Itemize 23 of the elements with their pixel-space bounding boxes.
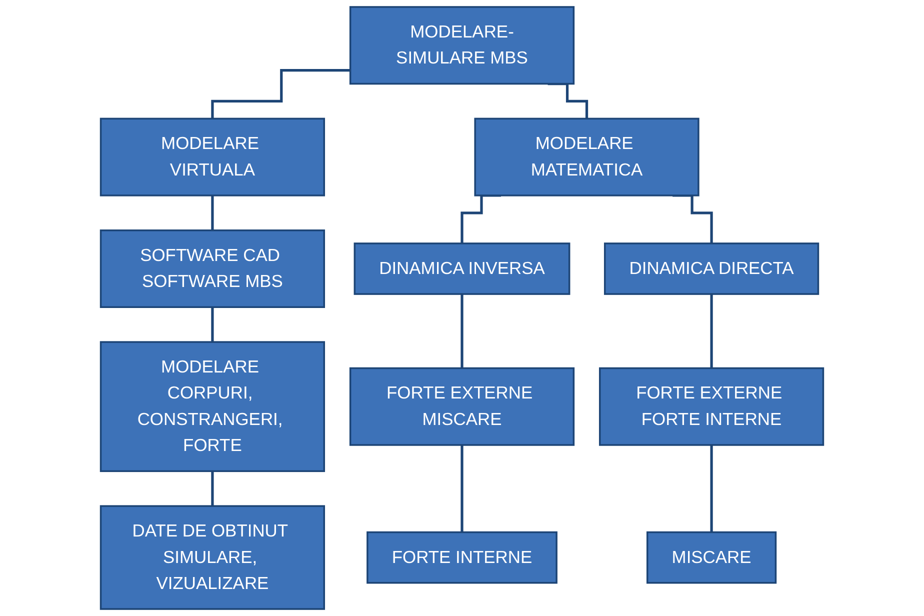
connector <box>211 194 214 232</box>
node-box: MODELARE VIRTUALA <box>100 118 326 196</box>
node-box: MODELARE CORPURI, CONSTRANGERI, FORTE <box>100 341 326 472</box>
node-box: DATE DE OBTINUT SIMULARE, VIZUALIZARE <box>100 505 326 610</box>
node-box: DINAMICA DIRECTA <box>604 242 820 295</box>
connector <box>710 292 713 370</box>
connector <box>460 194 501 245</box>
node-box: FORTE INTERNE <box>366 531 558 584</box>
connector <box>211 69 350 120</box>
node-box: DINAMICA INVERSA <box>354 242 570 295</box>
node-box: FORTE EXTERNE MISCARE <box>349 367 575 446</box>
node-box: SOFTWARE CAD SOFTWARE MBS <box>100 229 326 308</box>
connector <box>672 194 713 245</box>
connector <box>460 292 464 370</box>
connector <box>710 444 713 534</box>
connector <box>211 306 214 344</box>
node-box: FORTE EXTERNE FORTE INTERNE <box>598 367 824 446</box>
connector <box>460 444 464 534</box>
node-box: MISCARE <box>646 531 777 584</box>
connector <box>548 82 588 120</box>
node-box: MODELARE MATEMATICA <box>474 118 700 196</box>
connector <box>211 470 214 508</box>
node-box: MODELARE-SIMULARE MBS <box>349 6 575 85</box>
